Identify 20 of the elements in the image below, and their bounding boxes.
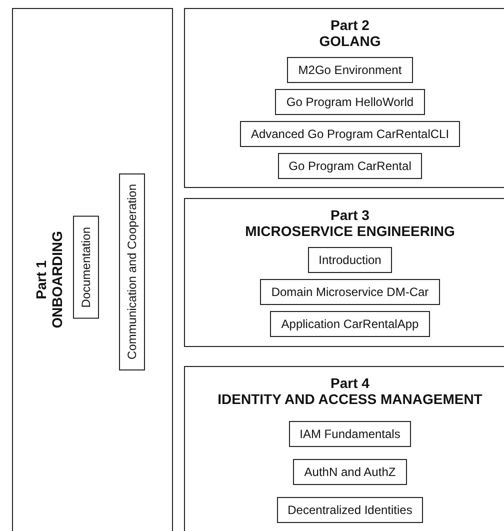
section-heading: Part 3 MICROSERVICE ENGINEERING [245,207,455,239]
topic-box: Advanced Go Program CarRentalCLI [240,121,460,147]
topic-box: Domain Microservice DM-Car [260,279,440,305]
topic-box: Go Program HelloWorld [275,89,425,115]
topic-box: Introduction [308,247,392,273]
topic-box: Go Program CarRental [278,153,422,179]
section-panel [12,8,173,531]
topic-box: Decentralized Identities [276,497,424,523]
section-heading: Part 2 GOLANG [319,17,381,49]
topic-box: AuthN and AuthZ [293,459,407,485]
topic-box: Application CarRentalApp [270,311,430,337]
topic-box: IAM Fundamentals [288,421,412,447]
section-heading: Part 1 ONBOARDING [33,231,65,328]
section-panel [184,366,504,531]
section-panel [184,198,504,347]
section-panel [184,8,504,188]
topic-box: Documentation [73,216,99,319]
topic-box: M2Go Environment [287,57,413,83]
topic-box: Communication and Cooperation [119,173,145,370]
section-heading: Part 4 IDENTITY AND ACCESS MANAGEMENT [218,375,482,407]
